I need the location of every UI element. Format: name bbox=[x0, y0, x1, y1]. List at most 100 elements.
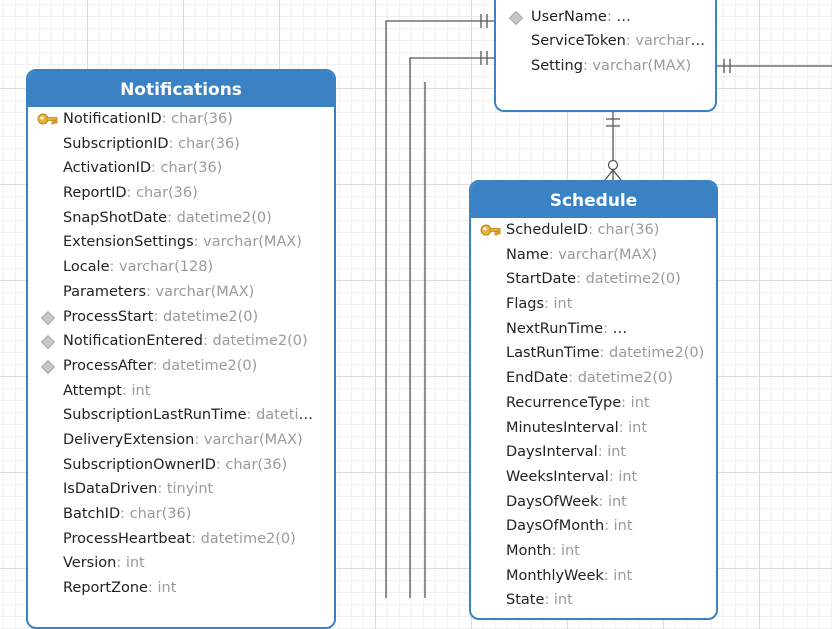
field-separator: : bbox=[193, 234, 204, 251]
field-separator: : bbox=[625, 33, 636, 50]
field-row[interactable]: MinutesInterval: int bbox=[471, 416, 716, 441]
field-name: ProcessHeartbeat bbox=[63, 530, 192, 547]
field-separator: : bbox=[161, 111, 172, 127]
field-separator: : bbox=[551, 542, 561, 559]
field-separator: : bbox=[548, 246, 559, 263]
field-row[interactable]: ReportID: char(36) bbox=[28, 181, 334, 206]
field-type: datetime2(0) bbox=[577, 370, 673, 387]
field-name: DaysOfMonth bbox=[506, 518, 605, 535]
field-separator: : bbox=[603, 320, 613, 337]
field-name: Month bbox=[506, 542, 552, 559]
field-separator: : bbox=[246, 407, 257, 424]
field-row[interactable]: SubscriptionLastRunTime: datetime... bbox=[28, 403, 334, 428]
field-name: ReportZone bbox=[63, 580, 148, 597]
field-row[interactable]: Month: int bbox=[471, 539, 716, 564]
field-type: varchar(128) bbox=[119, 259, 214, 276]
field-row[interactable]: MonthlyWeek: int bbox=[471, 564, 716, 589]
field-row[interactable]: DaysInterval: int bbox=[471, 440, 716, 465]
field-separator: : bbox=[599, 345, 609, 362]
field-type: datetime2(0) bbox=[200, 530, 296, 547]
field-type: int bbox=[553, 296, 573, 313]
field-separator: : bbox=[604, 518, 614, 535]
field-row[interactable]: DaysOfWeek: int bbox=[471, 490, 716, 515]
field-list: AuthType: intUserName: varchar(MAX)Servi… bbox=[496, 0, 715, 79]
field-row[interactable]: IsDataDriven: tinyint bbox=[28, 477, 334, 502]
field-name: DaysInterval bbox=[506, 444, 598, 461]
field-name: ProcessStart bbox=[63, 308, 154, 325]
field-type: datetime2(0) bbox=[176, 209, 272, 226]
field-row[interactable]: NotificationID: char(36) bbox=[28, 107, 334, 132]
field-type: int bbox=[613, 567, 633, 584]
field-separator: : bbox=[152, 357, 163, 374]
field-row[interactable]: LastRunTime: datetime2(0) bbox=[471, 341, 716, 366]
field-type: datetime... bbox=[256, 407, 334, 424]
field-type: tinyint bbox=[166, 481, 214, 498]
field-row[interactable]: Name: varchar(MAX) bbox=[471, 243, 716, 268]
field-row[interactable]: ProcessAfter: datetime2(0) bbox=[28, 354, 334, 379]
field-row[interactable]: NotificationEntered: datetime2(0) bbox=[28, 329, 334, 354]
field-row[interactable]: ReportZone: int bbox=[28, 576, 334, 601]
field-row[interactable]: SnapShotDate: datetime2(0) bbox=[28, 206, 334, 231]
field-type: int bbox=[607, 493, 627, 510]
field-type: int bbox=[607, 444, 627, 461]
field-separator: : bbox=[120, 506, 130, 522]
field-row[interactable]: UserName: varchar(MAX) bbox=[496, 4, 715, 30]
entity-schedule[interactable]: Schedule ScheduleID: char(36)Name: varch… bbox=[469, 180, 718, 620]
field-type: varchar(MAX) bbox=[203, 431, 303, 448]
field-name: State bbox=[506, 592, 545, 609]
field-type: char(36) bbox=[129, 506, 192, 522]
field-row[interactable]: NextRunTime: datetime2(0) bbox=[471, 316, 716, 342]
field-row[interactable]: StartDate: datetime2(0) bbox=[471, 267, 716, 292]
field-separator: : bbox=[568, 370, 578, 387]
field-separator: : bbox=[153, 308, 163, 325]
field-row[interactable]: RecurrenceType: int bbox=[471, 391, 716, 416]
field-row[interactable]: Attempt: int bbox=[28, 379, 334, 404]
field-name: Flags bbox=[506, 296, 545, 313]
field-separator: : bbox=[157, 481, 167, 498]
entity-notifications[interactable]: Notifications NotificationID: char(36)Su… bbox=[26, 69, 336, 629]
field-row[interactable]: Version: int bbox=[28, 551, 334, 576]
field-row[interactable]: ExtensionSettings: varchar(MAX) bbox=[28, 230, 334, 255]
field-name: StartDate bbox=[506, 271, 577, 288]
field-type: int bbox=[553, 592, 573, 609]
field-row[interactable]: Parameters: varchar(MAX) bbox=[28, 280, 334, 305]
field-row[interactable]: ActivationID: char(36) bbox=[28, 156, 334, 181]
field-row[interactable]: Flags: int bbox=[471, 292, 716, 317]
field-row[interactable]: BatchID: char(36) bbox=[28, 502, 334, 527]
connector-one-marker bbox=[480, 14, 488, 28]
field-row[interactable]: State: int bbox=[471, 588, 716, 613]
field-type: datetime2(0) bbox=[212, 333, 308, 350]
field-row[interactable]: EndDate: datetime2(0) bbox=[471, 366, 716, 391]
field-type: int bbox=[157, 580, 177, 597]
field-row[interactable]: Setting: varchar(MAX) bbox=[496, 54, 715, 79]
field-type: varchar(MAX) bbox=[592, 58, 692, 75]
field-row[interactable]: ScheduleID: char(36) bbox=[471, 218, 716, 243]
field-separator: : bbox=[544, 592, 554, 609]
field-type: datetime2(0) bbox=[585, 271, 681, 288]
field-name: RecurrenceType bbox=[506, 394, 622, 411]
field-row[interactable]: DeliveryExtension: varchar(MAX) bbox=[28, 428, 334, 453]
field-row[interactable]: ServiceToken: varchar(... bbox=[496, 29, 715, 54]
connector-line bbox=[385, 20, 494, 598]
field-name: UserName bbox=[531, 8, 607, 25]
connector-one-marker bbox=[480, 51, 488, 65]
field-separator: : bbox=[606, 8, 617, 25]
field-row[interactable]: Locale: varchar(128) bbox=[28, 255, 334, 280]
primary-key-icon bbox=[37, 107, 58, 131]
field-name: Name bbox=[506, 246, 549, 263]
field-name: ActivationID bbox=[63, 160, 152, 177]
field-name: BatchID bbox=[63, 506, 121, 522]
field-row[interactable]: WeeksInterval: int bbox=[471, 465, 716, 490]
field-name: MinutesInterval bbox=[506, 419, 619, 436]
field-row[interactable]: ProcessStart: datetime2(0) bbox=[28, 305, 334, 330]
field-name: SnapShotDate bbox=[63, 209, 168, 226]
field-name: WeeksInterval bbox=[506, 468, 609, 485]
field-row[interactable]: SubscriptionOwnerID: char(36) bbox=[28, 453, 334, 478]
field-row[interactable]: DaysOfMonth: int bbox=[471, 514, 716, 539]
field-row[interactable]: SubscriptionID: char(36) bbox=[28, 132, 334, 157]
entity-sessions[interactable]: AuthType: intUserName: varchar(MAX)Servi… bbox=[494, 0, 717, 112]
field-separator: : bbox=[191, 530, 201, 547]
connector-line bbox=[409, 57, 494, 598]
field-row[interactable]: ProcessHeartbeat: datetime2(0) bbox=[28, 527, 334, 552]
field-separator: : bbox=[146, 283, 156, 300]
